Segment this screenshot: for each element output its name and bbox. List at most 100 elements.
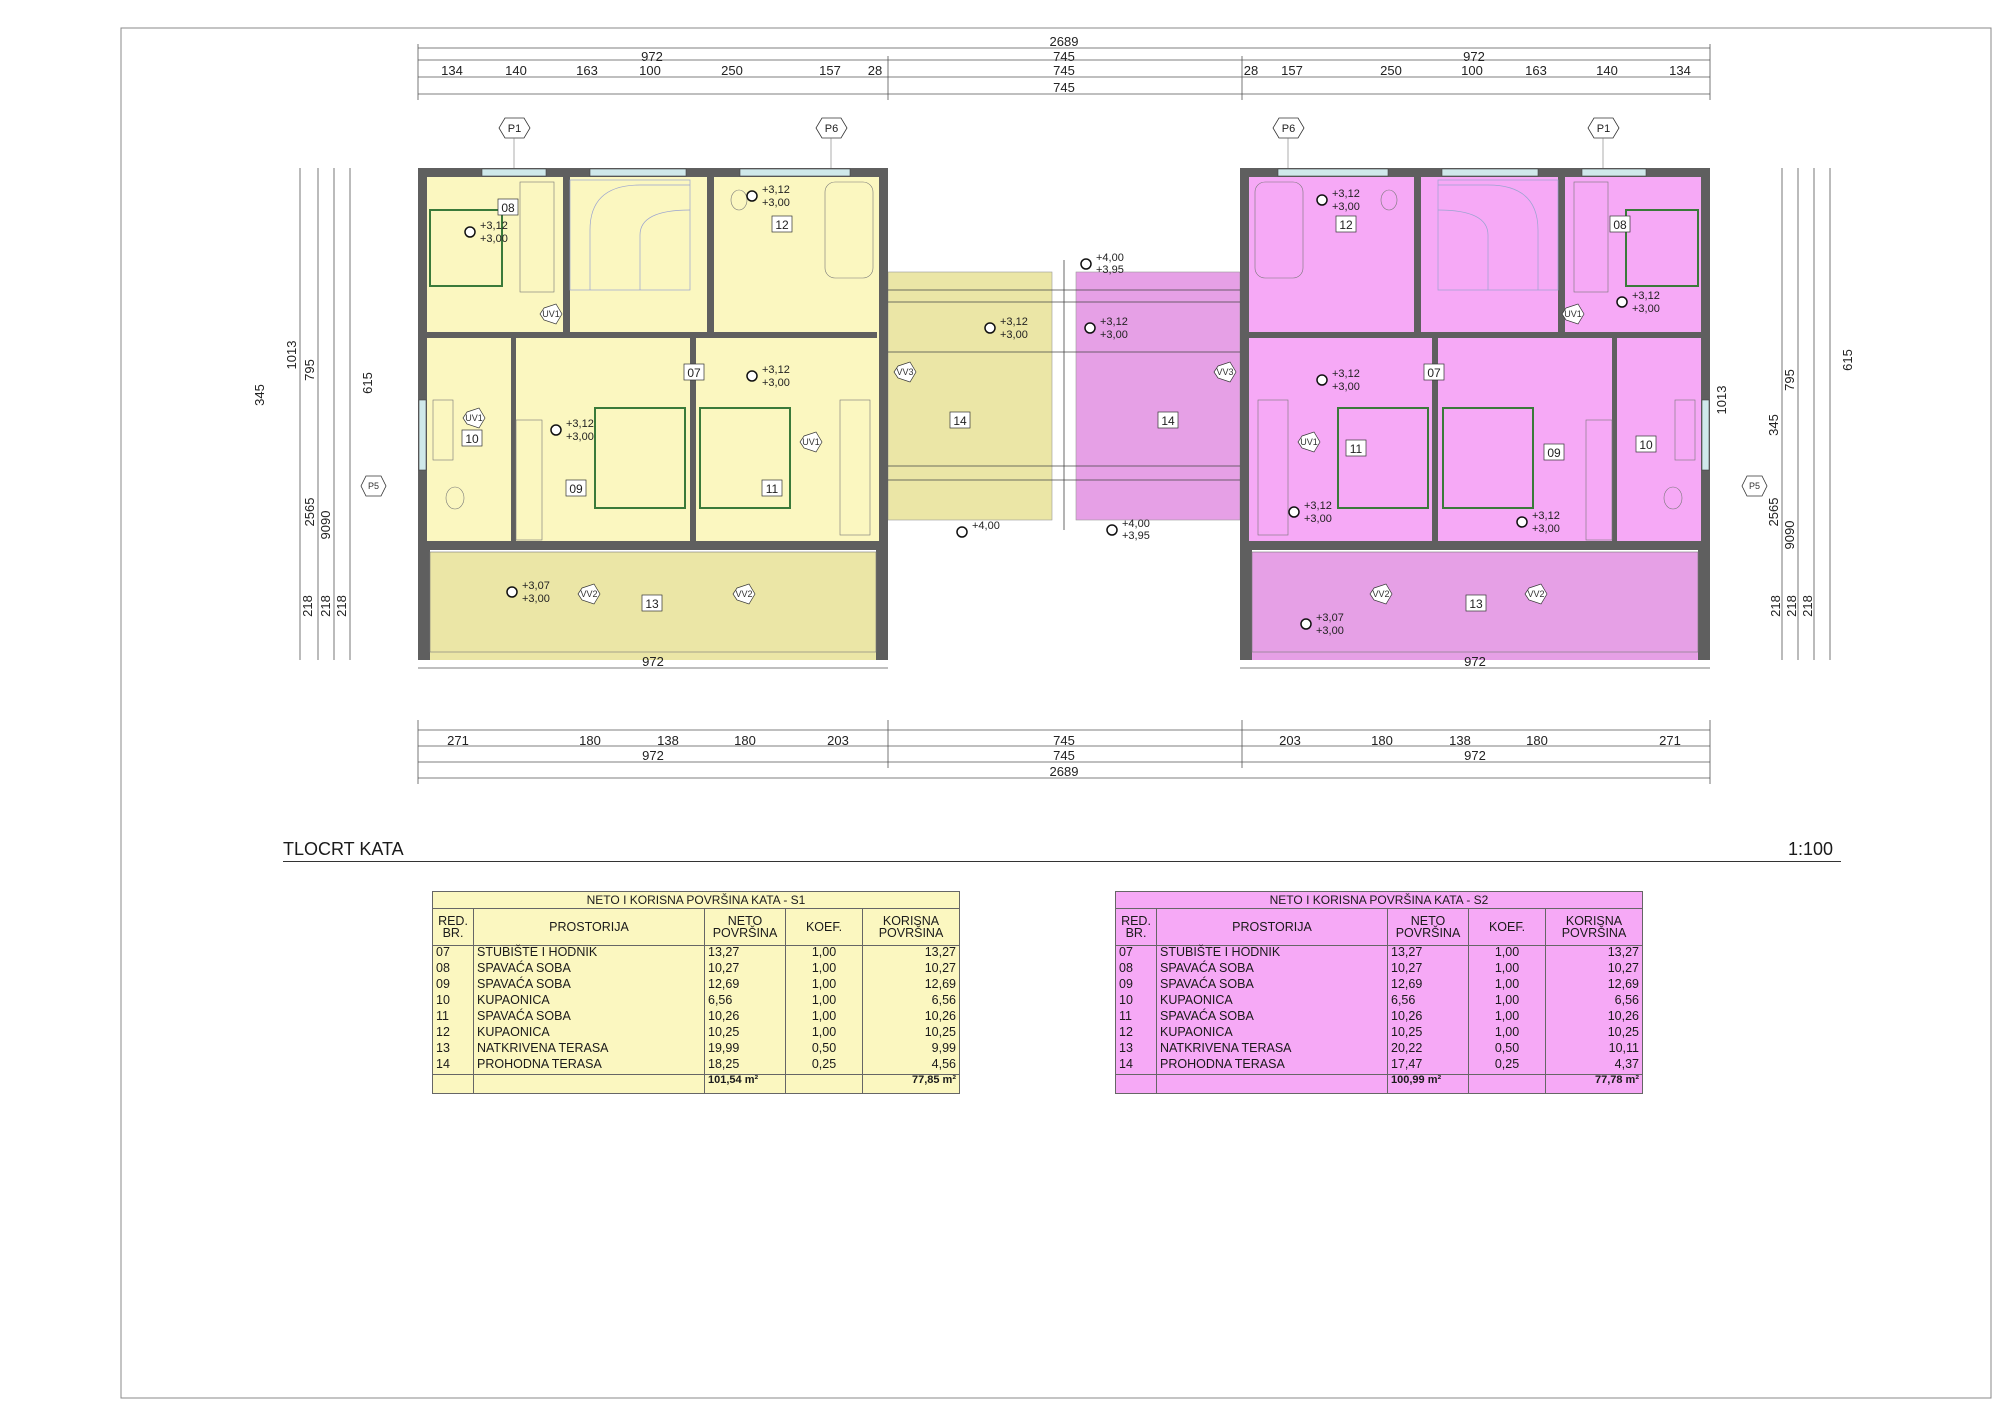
table-cell: 10,27 [862,962,960,978]
svg-text:615: 615 [1840,349,1855,371]
table-cell: 10,27 [1545,962,1643,978]
dim-top-mid-2: 745 [1053,63,1075,78]
svg-text:P1: P1 [508,123,521,135]
table-cell: 9,99 [862,1042,960,1058]
table-cell: 6,56 [1545,994,1643,1010]
svg-text:+3,00: +3,00 [522,593,550,605]
vent-s2-vv3: VV3 [1213,361,1237,383]
svg-text:+3,00: +3,00 [762,197,790,209]
svg-text:+3,07: +3,07 [1316,612,1344,624]
dim-top-r-1: 28 [1244,63,1258,78]
level-s2-09: +3,12 +3,00 [1516,510,1560,535]
svg-text:2565: 2565 [302,498,317,527]
vent-s1-vv2-a: VV2 [577,583,601,605]
table-cell: 10 [1115,994,1157,1010]
svg-text:+3,95: +3,95 [1096,264,1124,276]
svg-text:9090: 9090 [318,511,333,540]
table-cell: 12,69 [862,978,960,994]
vent-s2-vv2-b: VV2 [1524,583,1548,605]
room-s1-11: 11 [766,482,779,496]
table-s1-col-useful: KORISNA POVRŠINA [862,908,960,946]
table-cell: PROHODNA TERASA [473,1058,705,1075]
svg-text:+3,00: +3,00 [1100,329,1128,341]
window-tag-p5-right: P5 [1741,475,1768,497]
table-cell: 10,25 [862,1026,960,1042]
svg-text:+3,12: +3,12 [1304,500,1332,512]
table-cell: 10,11 [1545,1042,1643,1058]
table-cell: 12,69 [704,978,786,994]
table-cell: NATKRIVENA TERASA [1156,1042,1388,1058]
table-cell: 10,26 [862,1010,960,1026]
table-cell: 10,26 [1545,1010,1643,1026]
total-useful-area: 77,78 m² [1545,1074,1643,1094]
svg-text:138: 138 [1449,733,1471,748]
unit-s1-stair [569,179,691,291]
table-cell: 08 [432,962,474,978]
top-dimension-chains: 2689 972 745 972 745 745 134 140 163 100… [417,34,1711,100]
table-cell: 17,47 [1387,1058,1469,1075]
table-cell: SPAVAĆA SOBA [1156,962,1388,978]
table-cell [473,1074,705,1094]
svg-text:2689: 2689 [1050,764,1079,779]
vent-s1-uv1-a: UV1 [539,303,563,325]
room-s2-11: 11 [1350,442,1363,456]
table-cell: STUBIŠTE I HODNIK [1156,945,1388,962]
room-s2-09: 09 [1547,446,1561,460]
plan-title-bar: TLOCRT KATA 1:100 [283,839,1841,862]
unit-s2-bed-11 [1337,407,1429,509]
unit-s1-wardrobe-08 [519,181,555,293]
unit-s1-bathtub-12 [824,181,874,279]
table-cell: 12,69 [1545,978,1643,994]
unit-s2-bed-08 [1625,209,1699,287]
table-cell: KUPAONICA [473,1026,705,1042]
svg-text:VV3: VV3 [896,367,913,377]
svg-text:218: 218 [318,595,333,617]
table-cell: STUBIŠTE I HODNIK [473,945,705,962]
room-s1-08: 08 [501,201,515,215]
dim-top-mid: 745 [1053,49,1075,64]
svg-text:1013: 1013 [1714,386,1729,415]
svg-text:+3,12: +3,12 [1000,316,1028,328]
table-cell: 20,22 [1387,1042,1469,1058]
table-cell: 19,99 [704,1042,786,1058]
window-tag-p1-right: P1 [1587,117,1620,170]
sheet-frame [120,27,1992,1399]
level-s2-14: +3,12 +3,00 [1084,316,1128,341]
room-s2-13: 13 [1469,597,1483,611]
svg-text:218: 218 [1784,595,1799,617]
svg-text:+3,12: +3,12 [1532,510,1560,522]
window-tag-p1-left: P1 [498,117,531,170]
dim-top-l-3: 163 [576,63,598,78]
vent-s1-vv2-b: VV2 [732,583,756,605]
table-s2-col-coef: KOEF. [1468,908,1546,946]
table-cell: 0,25 [1468,1058,1546,1075]
area-table-s2: NETO I KORISNA POVRŠINA KATA - S2 RED. B… [1115,891,1643,1094]
table-cell: NATKRIVENA TERASA [473,1042,705,1058]
table-cell: 1,00 [1468,1026,1546,1042]
table-cell: 10,25 [1545,1026,1643,1042]
level-s2-terrace-edge: +4,00 +3,95 [1106,518,1150,542]
svg-text:745: 745 [1053,733,1075,748]
svg-text:VV2: VV2 [1372,589,1389,599]
table-s1-col-room: PROSTORIJA [473,908,705,946]
svg-text:+3,00: +3,00 [566,431,594,443]
svg-text:+3,12: +3,12 [1632,290,1660,302]
svg-text:180: 180 [734,733,756,748]
dim-top-l-5: 250 [721,63,743,78]
svg-text:P6: P6 [825,123,838,135]
table-cell: SPAVAĆA SOBA [473,978,705,994]
svg-text:VV3: VV3 [1216,367,1233,377]
svg-text:615: 615 [360,372,375,394]
unit-s1-walkable-terrace [887,271,1053,521]
table-s1-col-net: NETO POVRŠINA [704,908,786,946]
table-cell: 13,27 [862,945,960,962]
svg-text:P5: P5 [368,481,379,491]
unit-s1-bed-11 [699,407,791,509]
